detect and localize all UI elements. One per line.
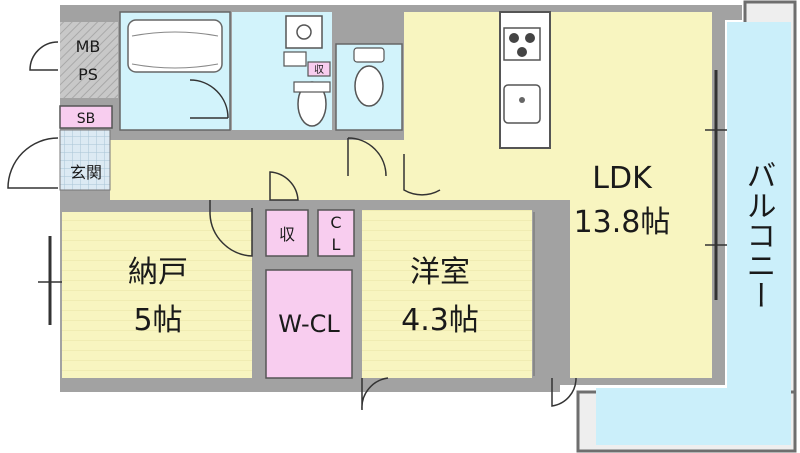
ldk-size: 13.8帖 <box>574 205 671 240</box>
wcl-label: W-CL <box>278 310 340 338</box>
ldk-windows <box>705 70 727 300</box>
entrance-door[interactable] <box>7 137 59 189</box>
hallway <box>110 140 410 200</box>
mb-ps: MB PS <box>29 22 118 98</box>
bathroom <box>119 11 231 131</box>
washroom: 収 <box>232 12 332 130</box>
balcony-label: バルコニー <box>741 160 776 310</box>
western-window-door[interactable] <box>361 377 389 411</box>
entrance-label: 玄関 <box>70 163 102 182</box>
walk-in-closet: W-CL <box>265 269 353 379</box>
small-storage-label: 収 <box>279 225 295 244</box>
western-name: 洋室 <box>410 255 470 290</box>
toilet-door[interactable] <box>347 137 387 177</box>
mb-label: MB <box>76 37 101 56</box>
small-storage: 収 <box>265 171 309 257</box>
wash-storage-label: 収 <box>314 64 324 76</box>
sb-shoe-box: SB <box>59 105 113 129</box>
ldk-balcony-door[interactable] <box>551 377 577 407</box>
western-size: 4.3帖 <box>401 303 479 338</box>
entrance: 玄関 <box>7 129 111 191</box>
toilet-room <box>335 43 403 177</box>
balcony: バルコニー <box>576 0 797 453</box>
mb-door[interactable] <box>29 41 59 71</box>
storage-name: 納戸 <box>128 255 188 290</box>
western-room: 洋室 4.3帖 <box>362 210 535 378</box>
storage-room: 納戸 5帖 <box>38 200 253 378</box>
bathroom-door[interactable] <box>189 79 229 119</box>
ldk-name: LDK <box>592 161 653 196</box>
storage-size: 5帖 <box>133 303 182 338</box>
kitchen-counter <box>499 11 551 149</box>
storage-door[interactable] <box>209 200 253 257</box>
ps-label: PS <box>78 65 98 84</box>
closet-line2: L <box>332 235 341 254</box>
ldk-room: LDK 13.8帖 <box>404 12 712 378</box>
sb-label: SB <box>77 111 96 127</box>
small-storage-door[interactable] <box>269 171 299 201</box>
ldk-entry-door[interactable] <box>403 154 441 196</box>
closet-line1: C <box>330 213 341 232</box>
